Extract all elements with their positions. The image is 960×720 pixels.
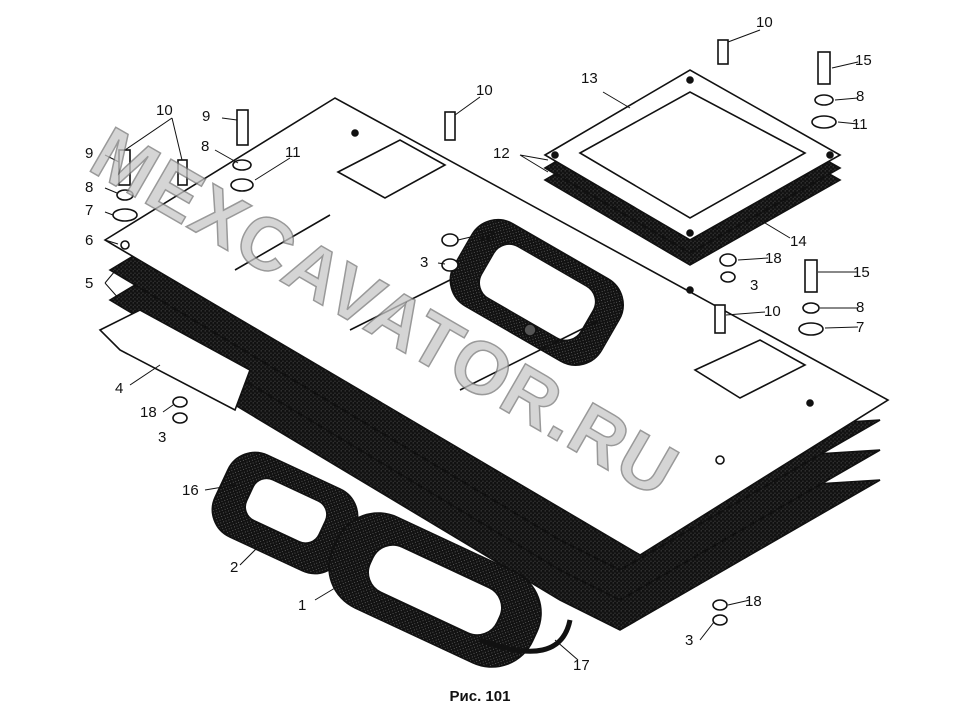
callout-label: 11 (285, 144, 301, 161)
fasteners (112, 39, 837, 626)
callout-label: 5 (85, 275, 94, 292)
callout-label: 18 (745, 593, 762, 610)
callout-label: 11 (852, 116, 868, 133)
callout-label: 3 (158, 429, 167, 446)
callout-label: 12 (493, 145, 510, 162)
figure-caption: Рис. 101 (449, 688, 511, 705)
callout-label: 14 (790, 233, 807, 250)
callout-label: 7 (85, 202, 94, 219)
main-plate (103, 97, 890, 556)
callout-label: 18 (478, 228, 495, 245)
leader-lines (104, 29, 859, 661)
callout-label: 10 (476, 82, 493, 99)
callout-label: 15 (855, 52, 872, 69)
callout-label: 4 (115, 380, 124, 397)
callout-label: 10 (756, 14, 773, 31)
callout-label: 10 (156, 102, 173, 119)
callout-label: 3 (685, 632, 694, 649)
callout-label: 9 (202, 108, 211, 125)
callout-label: 7 (856, 319, 865, 336)
callout-label: 16 (182, 482, 199, 499)
callout-label: 2 (230, 559, 239, 576)
sealing-rings (211, 451, 573, 668)
callout-label: 3 (420, 254, 429, 271)
callout-label: 8 (85, 179, 94, 196)
cover-plate (543, 69, 842, 266)
callout-label: 15 (853, 264, 870, 281)
callout-label: 17 (573, 657, 590, 674)
callout-label: 8 (856, 299, 865, 316)
callout-label: 9 (85, 145, 94, 162)
callout-label: 6 (85, 232, 94, 249)
callout-label: 10 (764, 303, 781, 320)
callout-label: 8 (201, 138, 210, 155)
callout-label: 18 (765, 250, 782, 267)
callout-label: 18 (140, 404, 157, 421)
callout-label: 13 (581, 70, 598, 87)
callout-label: 8 (856, 88, 865, 105)
callout-label: 3 (750, 277, 759, 294)
callout-label: 1 (298, 597, 307, 614)
